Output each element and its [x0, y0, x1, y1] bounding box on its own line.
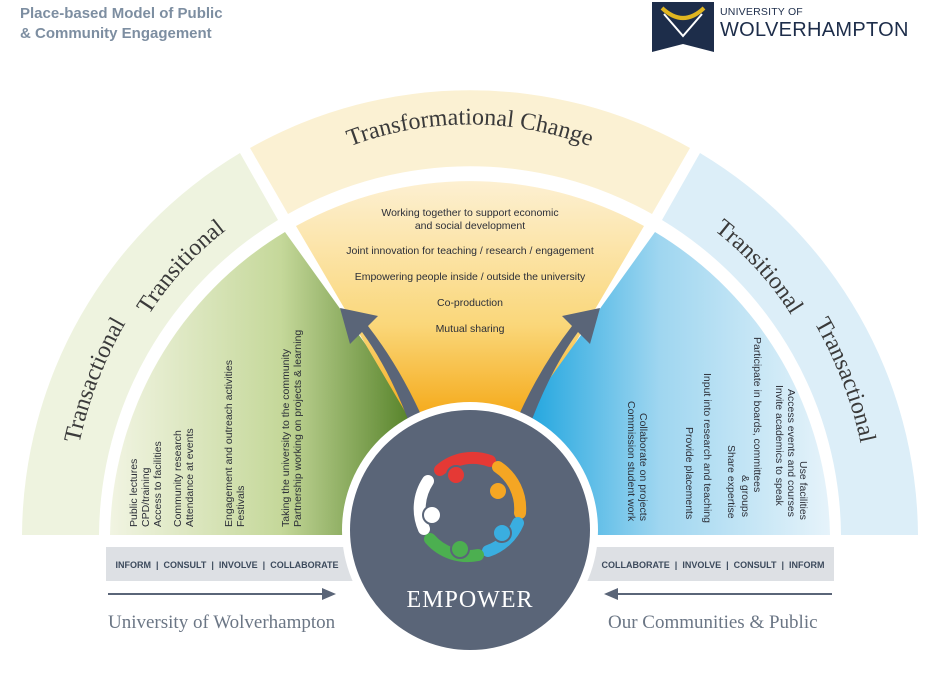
tc-item-3: Empowering people inside / outside the u…: [355, 271, 586, 283]
title-line-2: & Community Engagement: [20, 25, 212, 42]
left-activity-6: Engagement and outreach activities: [223, 360, 235, 527]
arrow-left-icon: [604, 588, 832, 600]
bottom-left-label: University of Wolverhampton: [108, 612, 336, 633]
arrow-left-up: [340, 308, 426, 430]
arrow-right-up: [514, 308, 600, 430]
logo-line-2: WOLVERHAMPTON: [720, 19, 909, 41]
wolverhampton-crest-icon: [652, 2, 714, 52]
tc-item-1b: and social development: [415, 220, 525, 232]
arc-top: [250, 90, 690, 214]
left-activity-9: Partnership working on projects & learni…: [292, 330, 304, 527]
right-activity-7: Share expertise: [725, 445, 737, 519]
right-activity-5: Participate in boards, committees: [751, 337, 763, 492]
tc-item-1: Working together to support economic: [381, 207, 558, 219]
bottom-right-label: Our Communities & Public: [608, 612, 818, 633]
right-activity-1: Collaborate on projects: [637, 413, 649, 521]
sector-right-blue: [520, 232, 830, 535]
left-activity-7: Festivals: [235, 486, 247, 527]
left-activity-8: Taking the university to the community: [280, 348, 292, 527]
arc-left-outer: [22, 153, 278, 535]
logo-line-1: UNIVERSITY OF: [720, 6, 803, 18]
right-activity-8: Use facilities: [797, 461, 809, 520]
band-left-label: INFORM | CONSULT | INVOLVE | COLLABORATE: [115, 560, 338, 570]
right-activity-6: & groups: [739, 475, 751, 517]
tc-item-2: Joint innovation for teaching / research…: [346, 245, 594, 257]
arrow-right-icon: [108, 588, 336, 600]
band-right-label: COLLABORATE | INVOLVE | CONSULT | INFORM: [601, 560, 824, 570]
arc-right-outer: [662, 153, 918, 535]
title-line-1: Place-based Model of Public: [20, 5, 223, 22]
band-right: [576, 547, 834, 581]
tc-item-5: Mutual sharing: [436, 323, 505, 335]
left-activity-5: Attendance at events: [184, 428, 196, 527]
right-activity-4: Provide placements: [683, 427, 695, 519]
right-activity-10: Invite academics to speak: [773, 385, 785, 507]
right-activity-9: Access events and courses: [785, 389, 797, 517]
right-activity-2: Commission student work: [625, 401, 637, 522]
tc-item-4: Co-production: [437, 297, 503, 309]
left-activity-1: Public lectures: [128, 459, 140, 527]
people-circle-icon: [413, 451, 527, 563]
left-activity-3: Access to facilities: [152, 441, 164, 527]
sector-left-green: [110, 232, 420, 535]
left-activity-4: Community research: [172, 430, 184, 527]
right-activity-3: Input into research and teaching: [701, 373, 713, 523]
empower-label: EMPOWER: [407, 587, 534, 613]
page-title: Place-based Model of Public & Community …: [20, 4, 223, 44]
left-activity-2: CPD/training: [140, 467, 152, 527]
band-left: [106, 547, 364, 581]
